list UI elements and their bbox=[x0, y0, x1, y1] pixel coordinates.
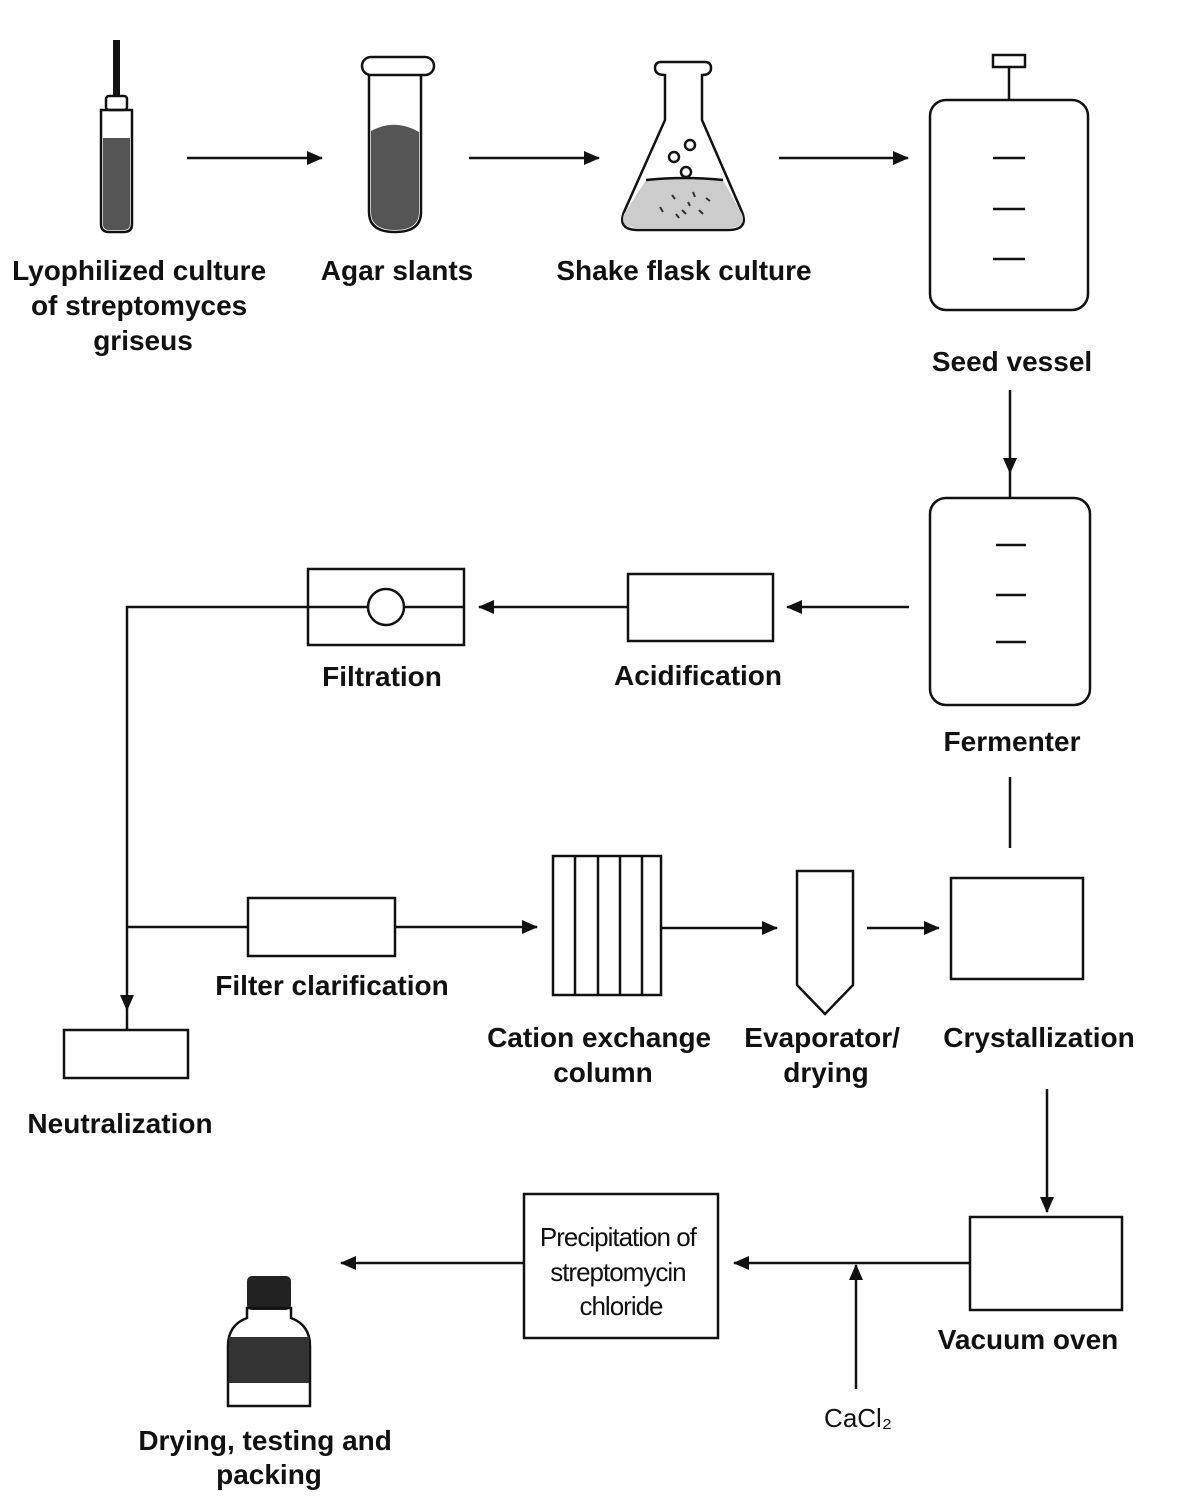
crystallization-box bbox=[949, 876, 1085, 981]
label-cacl2: CaCl₂ bbox=[824, 1403, 892, 1433]
label-seed-vessel: Seed vessel bbox=[932, 346, 1092, 377]
seed-vessel-icon bbox=[928, 53, 1090, 312]
label-filtration: Filtration bbox=[322, 661, 442, 692]
label-neutralization: Neutralization bbox=[27, 1108, 212, 1139]
fermenter-icon bbox=[928, 496, 1092, 707]
label-cation-exchange: Cation exchange column bbox=[487, 1022, 719, 1088]
label-fermenter: Fermenter bbox=[944, 726, 1081, 757]
label-crystallization: Crystallization bbox=[943, 1022, 1134, 1053]
lyophilized-culture-tube-icon bbox=[99, 40, 134, 234]
acidification-box bbox=[626, 572, 775, 643]
label-agar-slants: Agar slants bbox=[321, 255, 474, 286]
label-lyophilized-culture: Lyophilized culture of streptomyces gris… bbox=[12, 255, 274, 356]
shake-flask-icon bbox=[621, 60, 745, 232]
label-drying-testing-packing: Drying, testing and packing bbox=[138, 1425, 399, 1490]
filtration-unit-icon bbox=[306, 567, 466, 647]
evaporator-icon bbox=[795, 869, 855, 1016]
label-acidification: Acidification bbox=[614, 660, 782, 691]
vacuum-oven-box bbox=[968, 1215, 1124, 1312]
label-shake-flask: Shake flask culture bbox=[556, 255, 811, 286]
cation-exchange-column-icon bbox=[551, 854, 663, 997]
bottle-icon bbox=[226, 1276, 312, 1408]
agar-slant-tube-icon bbox=[360, 55, 436, 234]
label-filter-clarification: Filter clarification bbox=[215, 970, 448, 1001]
label-evaporator: Evaporator/ drying bbox=[744, 1022, 907, 1088]
neutralization-box bbox=[62, 1028, 190, 1080]
label-precipitation: Precipitation of streptomycin chloride bbox=[540, 1222, 702, 1321]
line-filtration-to-neutralization bbox=[120, 605, 308, 1011]
label-vacuum-oven: Vacuum oven bbox=[938, 1324, 1119, 1355]
filter-clarification-box bbox=[246, 896, 397, 958]
precipitation-box bbox=[522, 1192, 720, 1340]
